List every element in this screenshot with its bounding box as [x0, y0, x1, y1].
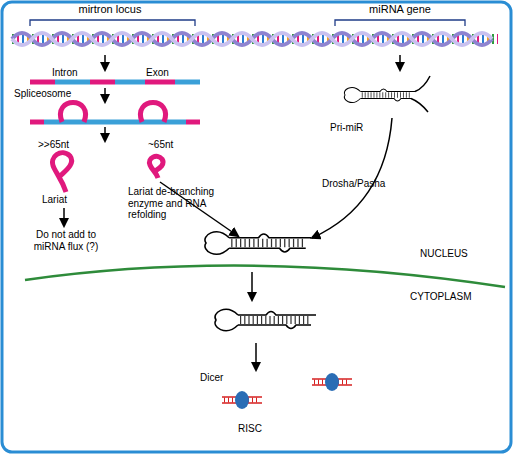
flow-arrow: [63, 208, 65, 226]
locus-label: mirtron locus: [60, 3, 160, 16]
pri-mir-tails: [411, 76, 430, 112]
compartment-label: CYTOPLASM: [410, 291, 490, 303]
flow-arrow: [255, 343, 257, 370]
pri-mir-hairpin: [344, 88, 415, 103]
process-note: Lariat de-branching enzyme and RNA refol…: [128, 186, 228, 221]
complex-label: RISC: [238, 423, 278, 435]
flow-arrow: [251, 272, 253, 300]
flow-arrow: [399, 55, 401, 70]
nuclear-envelope: [25, 266, 505, 287]
flow-arrow: [104, 55, 106, 70]
length-label: ~65nt: [148, 139, 198, 151]
outcome-note: Do not add to miRNA flux (?): [26, 229, 106, 252]
lariat-short: [149, 156, 163, 178]
length-label: >>65nt: [38, 139, 88, 151]
dna-helix: [12, 33, 498, 45]
gene-label: miRNA gene: [350, 3, 450, 16]
compartment-label: NUCLEUS: [420, 248, 490, 260]
enzyme-label: Drosha/Pasha: [322, 178, 402, 190]
pre-mirna-hairpin: [205, 232, 311, 254]
segment-label: Intron: [52, 67, 102, 79]
risc-complex: [222, 391, 262, 409]
spliced-rna: [30, 103, 200, 123]
pre-mrna-bar: [30, 80, 200, 85]
flow-arrow: [104, 88, 106, 102]
risc-complex: [312, 373, 352, 391]
enzyme-label: Dicer: [200, 372, 240, 384]
segment-label: Exon: [146, 67, 186, 79]
complex-label: Spliceosome: [14, 88, 84, 100]
lariat-long: [53, 153, 72, 192]
pre-mirna-hairpin: [215, 309, 316, 330]
lariat-label: Lariat: [42, 194, 92, 206]
locus-bracket: [30, 20, 195, 26]
pri-mir-label: Pri-miR: [330, 122, 390, 134]
flow-arrow: [104, 127, 106, 141]
gene-bracket: [335, 20, 465, 26]
